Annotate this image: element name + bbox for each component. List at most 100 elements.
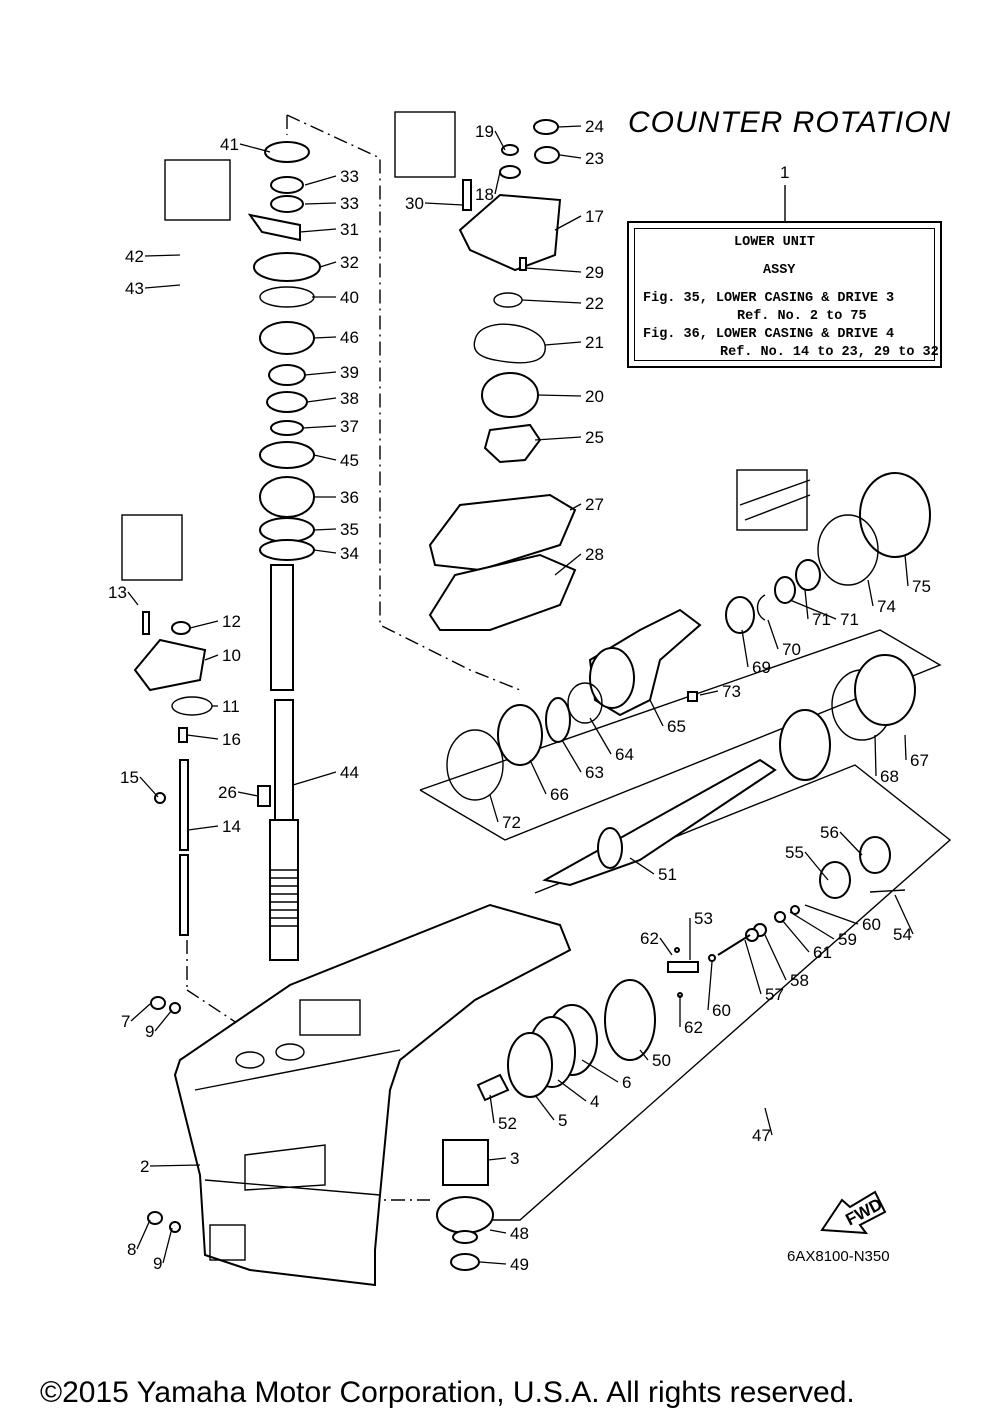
callout-number: 7 <box>121 1012 130 1031</box>
callout-number: 6 <box>622 1073 631 1092</box>
callout-number: 60 <box>862 915 881 934</box>
callout-leader <box>707 961 713 1011</box>
callout-number: 12 <box>222 612 241 631</box>
callout-leader <box>525 267 582 273</box>
callout-number: 9 <box>145 1022 154 1041</box>
callout-number: 27 <box>585 495 604 514</box>
callout-number: 29 <box>585 263 604 282</box>
assy-line-6: Ref. No. 14 to 23, 29 to 32 <box>720 345 939 360</box>
assy-line-4: Ref. No. 2 to 75 <box>737 309 867 324</box>
callout-number: 65 <box>667 717 686 736</box>
callout-leader <box>319 261 337 268</box>
callout-number: 67 <box>910 751 929 770</box>
callout-leader <box>489 794 499 823</box>
callout-number: 63 <box>585 763 604 782</box>
callout-leader <box>561 739 582 773</box>
callout-leader <box>304 202 337 205</box>
callout-number: 62 <box>640 929 659 948</box>
callout-leader <box>767 619 779 650</box>
callout-number: 28 <box>585 545 604 564</box>
callout-leader <box>237 791 259 797</box>
callout-number: 13 <box>108 583 127 602</box>
copyright-text: ©2015 Yamaha Motor Corporation, U.S.A. A… <box>40 1376 855 1409</box>
callout-number: 74 <box>877 597 896 616</box>
drive-shaft <box>269 564 299 961</box>
callout-number: 69 <box>752 658 771 677</box>
shift-rod-assembly <box>133 611 271 936</box>
callout-leader <box>529 759 547 795</box>
callout-leader <box>894 894 914 935</box>
callout-leader <box>904 734 907 761</box>
callout-number: 55 <box>785 843 804 862</box>
callout-leader <box>557 125 582 128</box>
callout-number: 72 <box>502 813 521 832</box>
callout-number: 51 <box>658 865 677 884</box>
callout-leader <box>304 175 337 186</box>
callout-leader <box>189 620 219 629</box>
callout-leader <box>569 503 582 511</box>
callout-leader <box>904 554 909 587</box>
grease-symbols <box>121 111 811 581</box>
callout-number: 36 <box>340 488 359 507</box>
callout-leader <box>130 1003 151 1022</box>
callout-leader <box>557 1079 587 1102</box>
callout-leader <box>144 254 181 257</box>
callout-leader <box>521 299 582 304</box>
callout-number: 64 <box>615 745 634 764</box>
assy-line-3: Fig. 35, LOWER CASING & DRIVE 3 <box>643 291 895 306</box>
callout-leader <box>699 690 719 696</box>
assy-line-2: ASSY <box>763 263 796 278</box>
callout-number: 17 <box>585 207 604 226</box>
callout-number: 61 <box>813 943 832 962</box>
callout-leader <box>424 202 464 206</box>
callout-number: 4 <box>590 1092 599 1111</box>
callout-leader <box>144 284 181 289</box>
callout-leader <box>304 371 337 376</box>
callout-number: 24 <box>585 117 604 136</box>
callout-number: 73 <box>722 682 741 701</box>
callout-number: 40 <box>340 288 359 307</box>
callout-leader <box>299 228 337 233</box>
assy-line-1: LOWER UNIT <box>734 235 816 250</box>
callout-leader <box>313 336 337 339</box>
callout-number: 68 <box>880 767 899 786</box>
callout-leader <box>487 1157 507 1161</box>
group-outlines <box>419 629 952 1221</box>
callout-number: 35 <box>340 520 359 539</box>
callout-number: 23 <box>585 149 604 168</box>
callout-number: 48 <box>510 1224 529 1243</box>
callout-leader <box>154 1009 173 1032</box>
callout-number: 9 <box>153 1254 162 1273</box>
diagram-code: 6AX8100-N350 <box>787 1248 890 1265</box>
callout-leader <box>839 831 863 856</box>
callout-leader <box>239 143 271 153</box>
callout-number: 59 <box>838 930 857 949</box>
callout-leader <box>479 1261 507 1265</box>
callout-number: 60 <box>712 1001 731 1020</box>
callout-number: 71 <box>812 610 831 629</box>
callout-leader <box>741 629 749 668</box>
callout-number: 21 <box>585 333 604 352</box>
callout-number: 43 <box>125 279 144 298</box>
callout-number: 15 <box>120 768 139 787</box>
callout-number: 50 <box>652 1051 671 1070</box>
water-pump-group <box>428 119 577 631</box>
callout-number: 38 <box>340 389 359 408</box>
callout-leader <box>649 699 664 727</box>
callout-leader <box>136 1219 151 1250</box>
callout-number: 5 <box>558 1111 567 1130</box>
callout-number: 66 <box>550 785 569 804</box>
callout-number: 39 <box>340 363 359 382</box>
diagram-title: COUNTER ROTATION <box>628 106 952 139</box>
callout-number: 45 <box>340 451 359 470</box>
callout-leader <box>162 1227 173 1264</box>
callout-leader <box>204 654 219 661</box>
callout-leader <box>494 171 501 195</box>
callout-leader <box>581 1059 619 1083</box>
callout-leader <box>127 591 139 606</box>
callout-number: 30 <box>405 194 424 213</box>
callout-leader <box>789 911 835 940</box>
callout-leader <box>629 857 655 875</box>
callout-number: 47 <box>752 1126 771 1145</box>
